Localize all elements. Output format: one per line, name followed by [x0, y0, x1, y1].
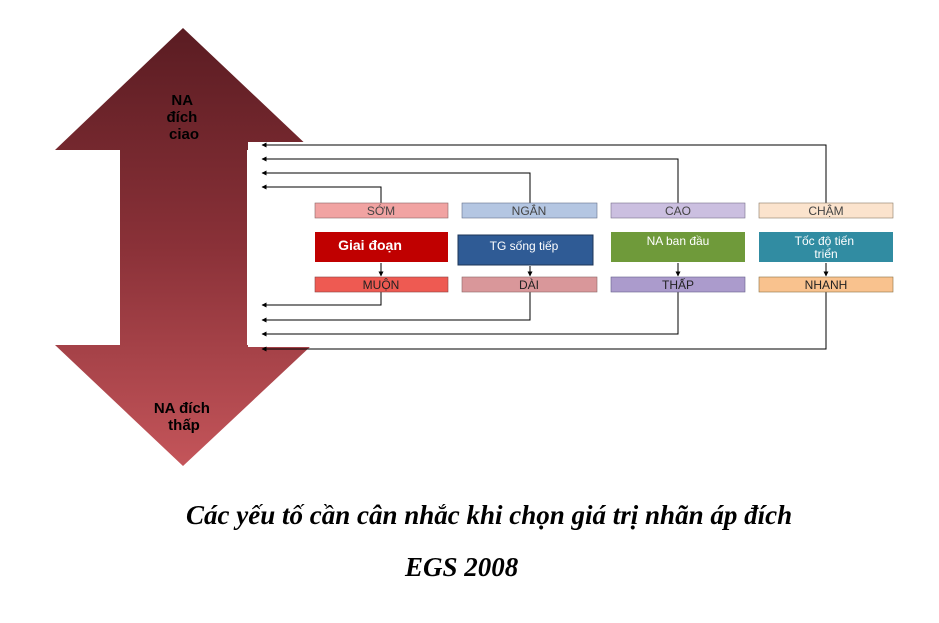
- factor-2-bottom-box: [461, 276, 598, 293]
- factor-3-top-label: CAO: [665, 204, 691, 218]
- arrow-bottom-label: NA đích thấp: [154, 400, 214, 434]
- double-arrow: [55, 28, 312, 466]
- connector-lines: [261, 142, 829, 352]
- factor-2-top-box: [461, 202, 598, 219]
- factor-4-top-label: CHẬM: [808, 203, 843, 218]
- factor-1-bottom-box: [314, 276, 449, 293]
- caption-line-2: EGS 2008: [405, 552, 519, 582]
- factor-1-top-box: [314, 202, 449, 219]
- factor-4-middle-label: Tốc độ tiến triển: [795, 234, 858, 261]
- factor-column-1: SỚM Giai đoạn MUỘN: [314, 202, 449, 293]
- factor-1-top-label: SỚM: [367, 203, 395, 218]
- factor-2-middle-label: TG sống tiếp: [490, 239, 559, 253]
- factor-1-middle-box: [315, 232, 448, 262]
- diagram: NA đích ciao NA đích thấp SỚM Giai đoạn …: [55, 28, 894, 466]
- factor-4-bottom-label: NHANH: [805, 278, 848, 292]
- factor-3-top-box: [610, 202, 746, 219]
- factor-2-bottom-label: DÀI: [519, 277, 539, 292]
- factor-column-3: CAO NA ban đầu THẤP: [610, 202, 746, 293]
- arrow-top-label: NA đích ciao: [166, 92, 201, 143]
- factor-1-bottom-label: MUỘN: [363, 277, 400, 292]
- factor-3-middle-label: NA ban đầu: [647, 234, 710, 248]
- factor-column-2: NGẮN TG sống tiếp DÀI: [457, 202, 598, 293]
- factor-3-bottom-box: [610, 276, 746, 293]
- factor-3-middle-box: [611, 232, 745, 262]
- factor-4-middle-box: [759, 232, 893, 262]
- factor-2-middle-box: [457, 234, 594, 266]
- factor-column-4: CHẬM Tốc độ tiến triển NHANH: [758, 202, 894, 293]
- factor-4-top-box: [758, 202, 894, 219]
- caption-line-1: Các yếu tố cần cân nhắc khi chọn giá trị…: [186, 500, 793, 530]
- factor-4-bottom-box: [758, 276, 894, 293]
- factor-2-top-label: NGẮN: [512, 203, 547, 218]
- factor-1-middle-label: Giai đoạn: [338, 237, 402, 253]
- factor-3-bottom-label: THẤP: [662, 277, 694, 292]
